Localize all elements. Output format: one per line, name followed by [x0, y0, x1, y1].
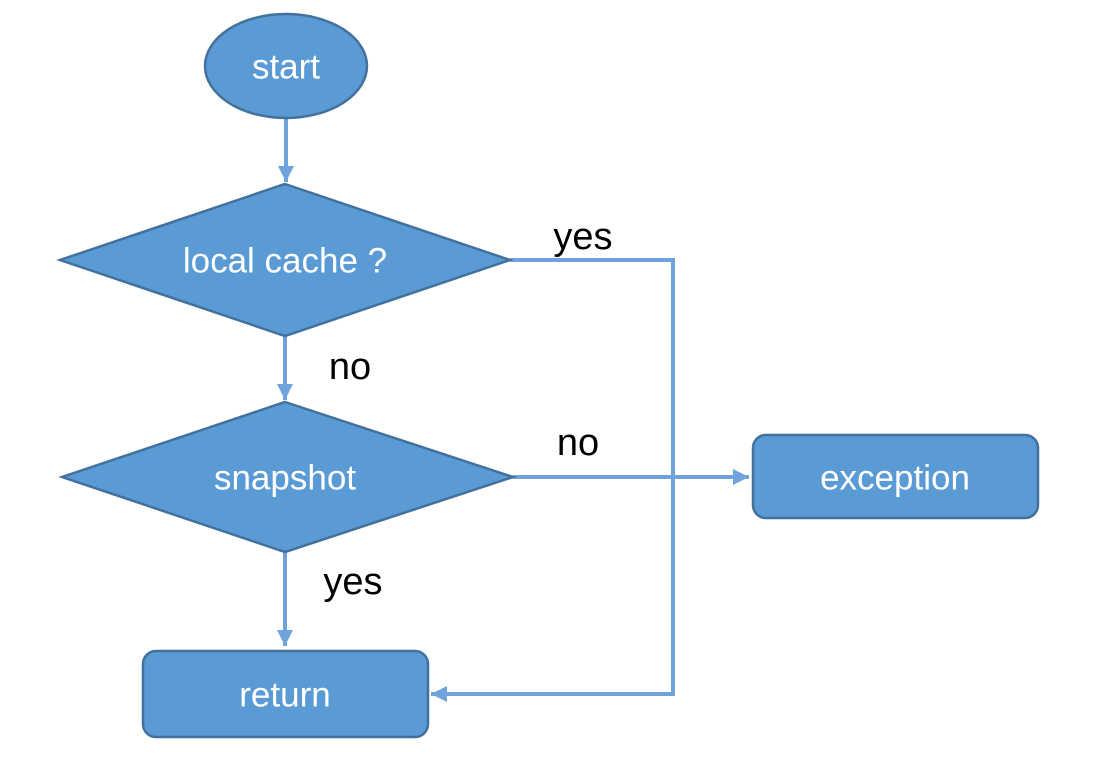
edge-label-no-snapshot: no — [557, 422, 599, 464]
local-cache-diamond — [56, 182, 514, 338]
edge-label-yes-local-cache: yes — [553, 216, 612, 258]
exception-rect — [751, 433, 1040, 520]
return-rect — [141, 649, 430, 739]
edge-labels: yes no no yes — [323, 216, 612, 603]
edge-label-yes-snapshot: yes — [323, 561, 382, 603]
start-label: start — [252, 48, 320, 87]
edge-label-no-local-cache: no — [329, 346, 371, 388]
snapshot-label: snapshot — [214, 459, 356, 498]
node-local-cache: local cache ? — [56, 182, 514, 338]
edges — [277, 119, 749, 702]
return-label: return — [239, 676, 330, 715]
start-ellipse — [203, 12, 369, 120]
node-start: start — [203, 12, 369, 120]
node-snapshot: snapshot — [58, 400, 518, 554]
node-exception: exception — [751, 433, 1040, 520]
local-cache-label: local cache ? — [183, 242, 387, 281]
node-return: return — [141, 649, 430, 739]
snapshot-diamond — [58, 400, 518, 554]
exception-label: exception — [820, 459, 970, 498]
